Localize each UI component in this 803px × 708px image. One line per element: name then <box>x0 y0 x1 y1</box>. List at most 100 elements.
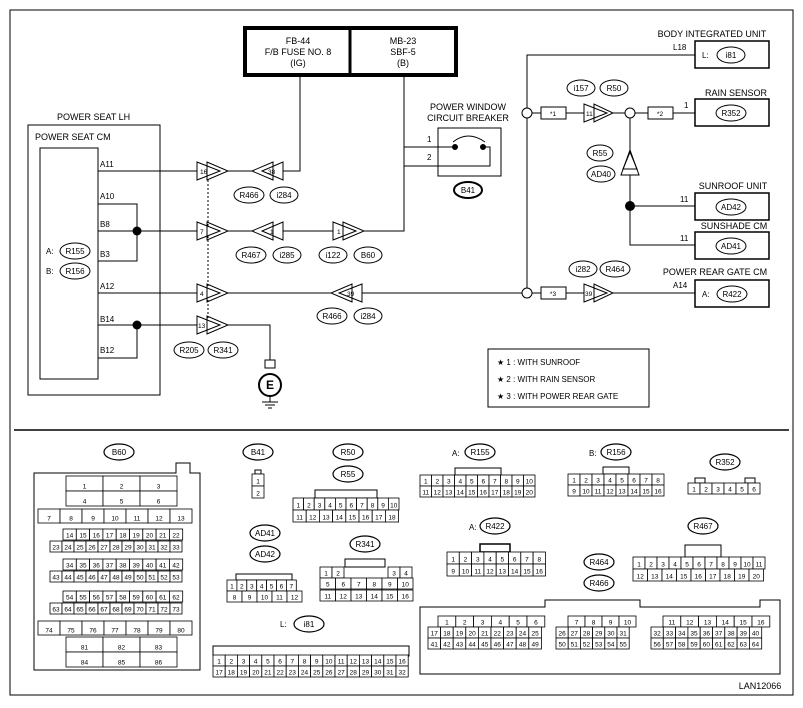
gate-conn1: i282 <box>575 265 591 274</box>
B60r6-pin: 49 <box>124 575 132 582</box>
i81r1-pin: 25 <box>313 670 321 677</box>
ad-conn2: AD40 <box>591 170 612 179</box>
bigg1r2-pin: 47 <box>506 642 514 649</box>
B41r0-pin: 1 <box>256 479 260 486</box>
row2-splice <box>196 221 366 241</box>
conn-R352-tag <box>709 453 741 471</box>
sunshade-conn: AD41 <box>721 242 742 251</box>
B60r10-pin: 83 <box>155 645 163 652</box>
bigg3r0-pin: 16 <box>757 620 765 627</box>
row2-conn1: R467 <box>241 251 261 260</box>
splice-body <box>521 107 533 119</box>
AD41r0-pin: 2 <box>240 584 244 591</box>
R467r0-pin: 5 <box>685 562 689 569</box>
row2-to-sbf <box>364 75 405 232</box>
bigg2r1-pin: 28 <box>583 631 591 638</box>
i81r0-pin: 4 <box>254 659 258 666</box>
B60r6-pin: 51 <box>148 575 156 582</box>
R155r1-pin: 16 <box>480 490 488 497</box>
bigg3r0-pin: 14 <box>722 620 730 627</box>
bigg3r2-pin: 61 <box>715 642 723 649</box>
bigg2r2-pin: 50 <box>558 642 566 649</box>
row1-conn2-tag <box>269 186 299 204</box>
B60r3-pin: 14 <box>66 533 74 540</box>
conn-R156-tag <box>600 443 632 461</box>
bigg3r1-pin: 32 <box>654 631 662 638</box>
R341r1-pin: 6 <box>341 582 345 589</box>
R422r0-pin: 8 <box>537 557 541 564</box>
pin-B12: B12 <box>100 346 115 355</box>
R155r0-pin: 9 <box>516 479 520 486</box>
junction-b14 <box>132 320 142 330</box>
i81r1-pin: 22 <box>276 670 284 677</box>
R352r0-pin: 5 <box>740 487 744 494</box>
bigg1r1-pin: 17 <box>431 631 439 638</box>
i81r1-pin: 32 <box>398 670 406 677</box>
conn-AD41-tag <box>249 524 281 542</box>
R341r2-pin: 12 <box>340 594 348 601</box>
R155r1-pin: 12 <box>434 490 442 497</box>
B60r9-pin: 80 <box>177 628 185 635</box>
ad-conn1-tag <box>586 144 614 162</box>
i81r1-pin: 20 <box>252 670 260 677</box>
AD41r0-pin: 7 <box>290 584 294 591</box>
R422r1-pin: 15 <box>523 569 531 576</box>
R50r1-pin: 18 <box>388 515 396 522</box>
bigg1r1-pin: 23 <box>506 631 514 638</box>
R467r0-pin: 11 <box>756 562 763 569</box>
power-seat-cm-box <box>39 147 99 380</box>
row3-conn1: R466 <box>322 312 342 321</box>
sunroof-pin: 11 <box>680 195 689 204</box>
R50r0-pin: 1 <box>296 503 300 510</box>
row2-mid-pin: 1 <box>270 229 274 236</box>
row1-splice <box>196 161 284 181</box>
rain-star: *1 <box>550 111 557 118</box>
sbf-line-1: MB-23 <box>390 36 417 46</box>
B60r2-pin: 13 <box>177 516 185 523</box>
conn-i81-hood <box>212 645 410 657</box>
R155r1-pin: 18 <box>503 490 511 497</box>
R50r1-pin: 12 <box>309 515 317 522</box>
bigg3r0-pin: 15 <box>739 620 747 627</box>
junction-b8 <box>132 226 142 236</box>
B60r2-pin: 11 <box>134 516 141 523</box>
ad-splice <box>620 148 640 176</box>
AD41r1-pin: 8 <box>233 595 237 602</box>
bigg1r1-pin: 21 <box>481 631 489 638</box>
bigg2r1-pin: 27 <box>571 631 579 638</box>
rear-gate-box <box>694 279 770 308</box>
R50r1-cell <box>384 509 399 523</box>
R50r1-pin: 13 <box>322 515 330 522</box>
R155r0-pin: 6 <box>481 479 485 486</box>
rain-conn1-tag <box>566 79 596 97</box>
row1-to-fuse <box>283 75 301 172</box>
R50r1-pin: 14 <box>336 515 344 522</box>
conn-R50-hood <box>314 489 378 499</box>
i81r0-pin: 9 <box>315 659 319 666</box>
R467r1-pin: 13 <box>651 574 659 581</box>
R422r1-pin: 16 <box>536 569 544 576</box>
B60r4-pin: 30 <box>136 545 144 552</box>
R156r1-pin: 11 <box>595 489 602 496</box>
B60r9-pin: 77 <box>111 628 119 635</box>
i81r0-pin: 16 <box>398 659 406 666</box>
bigg3r2-pin: 60 <box>703 642 711 649</box>
conn-R50-tag <box>332 443 364 461</box>
rain-star2: *2 <box>657 111 664 118</box>
AD41r1-pin: 10 <box>261 595 269 602</box>
row4-left-pin: 13 <box>198 323 206 330</box>
R467r1-pin: 15 <box>680 574 688 581</box>
connA-prefix: A: <box>46 247 54 256</box>
R156r0-pin: 5 <box>620 478 624 485</box>
conn-R156-label: R156 <box>606 448 626 457</box>
bigg3r2-pin: 63 <box>740 642 748 649</box>
R341r2-pin: 14 <box>371 594 379 601</box>
row2-conn3-tag <box>318 246 348 264</box>
bigg2r2-pin: 52 <box>583 642 591 649</box>
R422r0-pin: 4 <box>488 557 492 564</box>
i81r1-pin: 19 <box>240 670 248 677</box>
R156r1-pin: 15 <box>642 489 650 496</box>
rain-sensor-title: RAIN SENSOR <box>705 88 768 98</box>
